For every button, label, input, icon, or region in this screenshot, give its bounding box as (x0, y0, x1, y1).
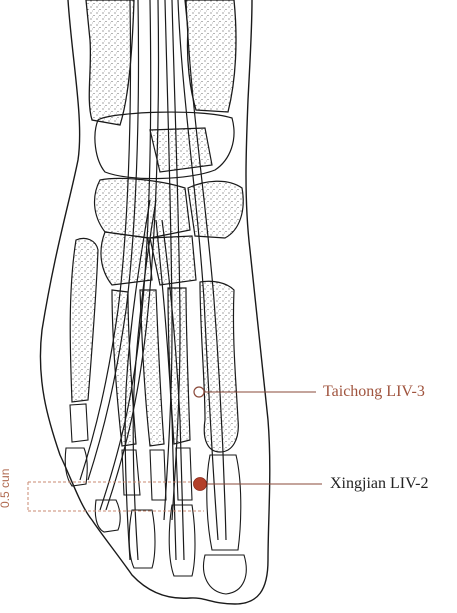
xingjian-label: Xingjian LIV-2 (330, 475, 429, 492)
xingjian-point-marker (193, 477, 207, 491)
dimension-bracket (27, 481, 204, 512)
taichong-label: Taichong LIV-3 (323, 383, 425, 400)
extensor-tendons (79, 0, 227, 561)
foot-outline (39, 0, 271, 605)
leg-bones (85, 0, 237, 126)
metatarsal-bones (69, 237, 239, 453)
taichong-point-marker (193, 386, 205, 398)
phalanges (64, 403, 247, 595)
dimension-label: 0.5 cun (0, 468, 12, 508)
